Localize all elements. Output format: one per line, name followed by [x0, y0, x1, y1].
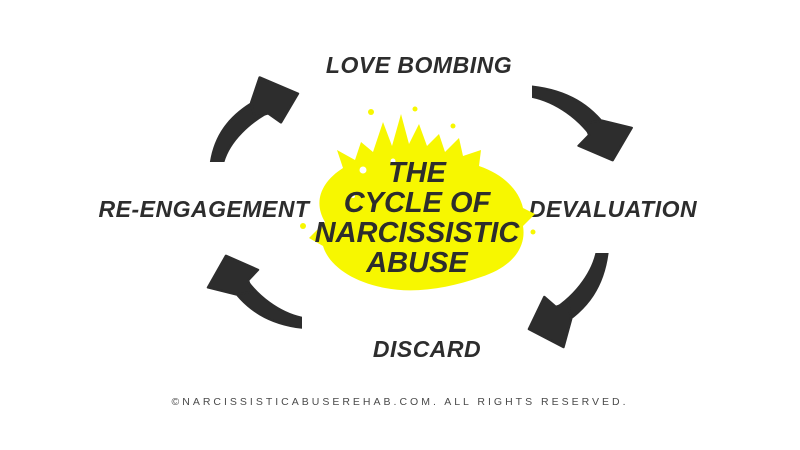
stage-label-devaluation: DEVALUATION: [528, 196, 698, 222]
diagram-title-line-2: CYCLE OF: [343, 187, 491, 219]
arrow-love-bombing-to-devaluation-icon: [532, 85, 633, 162]
diagram-title-line-3: NARCISSISTIC: [314, 217, 520, 249]
arrow-discard-to-re-engagement-icon: [206, 254, 302, 330]
diagram-title-line-1: THE: [388, 157, 446, 189]
stage-label-discard: DISCARD: [372, 336, 482, 362]
arrow-re-engagement-to-love-bombing-icon: [209, 76, 300, 162]
arrow-devaluation-to-discard-icon: [527, 253, 609, 349]
diagram-title-line-4: ABUSE: [366, 247, 468, 279]
center-splatter: THE CYCLE OF NARCISSISTIC ABUSE: [297, 104, 537, 299]
diagram-title: THE CYCLE OF NARCISSISTIC ABUSE: [297, 104, 537, 299]
stage-label-love-bombing: LOVE BOMBING: [325, 52, 513, 78]
copyright-text: ©NARCISSISTICABUSEREHAB.COM. ALL RIGHTS …: [171, 396, 629, 408]
stage-label-re-engagement: RE-ENGAGEMENT: [98, 196, 310, 222]
paint-splatter-blob-icon: [300, 106, 536, 291]
